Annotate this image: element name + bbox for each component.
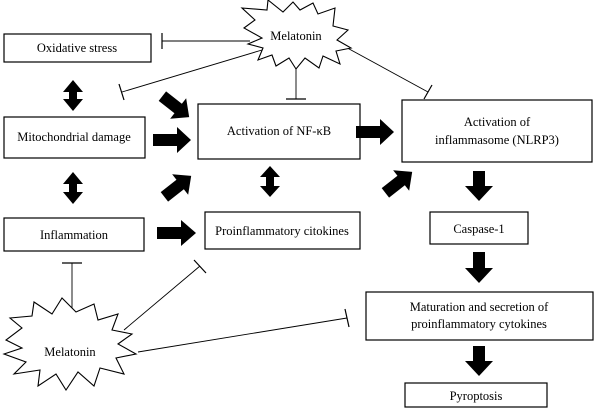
arrow-mitochondrial-to-nfkb (153, 127, 191, 153)
inflammation-label: Inflammation (40, 228, 109, 242)
arrow-inflammation-to-nfkb (160, 174, 192, 202)
nfkb-box (197, 103, 361, 160)
proinflammatory-citokines-label: Proinflammatory citokines (215, 224, 349, 238)
maturation-box (365, 291, 594, 341)
inhibit-bar-mitochondrial (118, 83, 125, 101)
arrow-caspase-to-maturation (465, 252, 493, 283)
double-arrow-nfkb-citokines (260, 166, 280, 197)
inhibit-line-mitochondrial (121, 49, 263, 93)
oxidative-stress-label: Oxidative stress (37, 41, 117, 55)
pyroptosis-label: Pyroptosis (450, 389, 503, 403)
melatonin-top-label: Melatonin (270, 29, 322, 43)
pyroptosis-box (404, 382, 548, 408)
double-arrow-mitochondrial-inflammation (63, 172, 83, 204)
maturation-label-line1: Maturation and secretion of (410, 300, 549, 314)
inhibit-bar-nlrp3 (423, 84, 433, 100)
maturation-label-line2: proinflammatory cytokines (411, 317, 547, 331)
mitochondrial-damage-label: Mitochondrial damage (17, 130, 131, 144)
arrow-nlrp3-to-caspase (465, 171, 493, 201)
oxidative-stress-box (3, 33, 152, 63)
arrow-maturation-to-pyroptosis (465, 346, 493, 376)
arrow-oxidative-to-nfkb (158, 91, 190, 119)
arrow-inflammation-to-citokines (157, 220, 196, 246)
inhibit-bar-maturation (344, 308, 350, 328)
nfkb-label: Activation of NF-κB (227, 124, 331, 138)
melatonin-star-top (240, 0, 353, 70)
arrow-nfkb-to-nlrp3 (356, 119, 394, 145)
inhibit-bar-citokines (193, 259, 207, 274)
nlrp3-box (401, 99, 593, 163)
double-arrow-oxidative-mitochondrial (63, 80, 83, 111)
inhibit-line-maturation (137, 317, 348, 353)
caspase-label: Caspase-1 (453, 222, 504, 236)
inflammation-box (3, 217, 145, 252)
mitochondrial-damage-box (3, 116, 146, 159)
nlrp3-label-line2: inflammasome (NLRP3) (435, 133, 559, 147)
proinflammatory-citokines-box (204, 211, 361, 250)
caspase-box (429, 211, 529, 245)
inhibit-line-citokines (123, 265, 201, 331)
arrow-citokines-to-nlrp3 (381, 170, 413, 198)
inhibit-line-nlrp3 (339, 43, 429, 93)
nlrp3-label-line1: Activation of (464, 115, 531, 129)
melatonin-bottom-label: Melatonin (44, 345, 96, 359)
melatonin-star-bottom (2, 297, 138, 392)
